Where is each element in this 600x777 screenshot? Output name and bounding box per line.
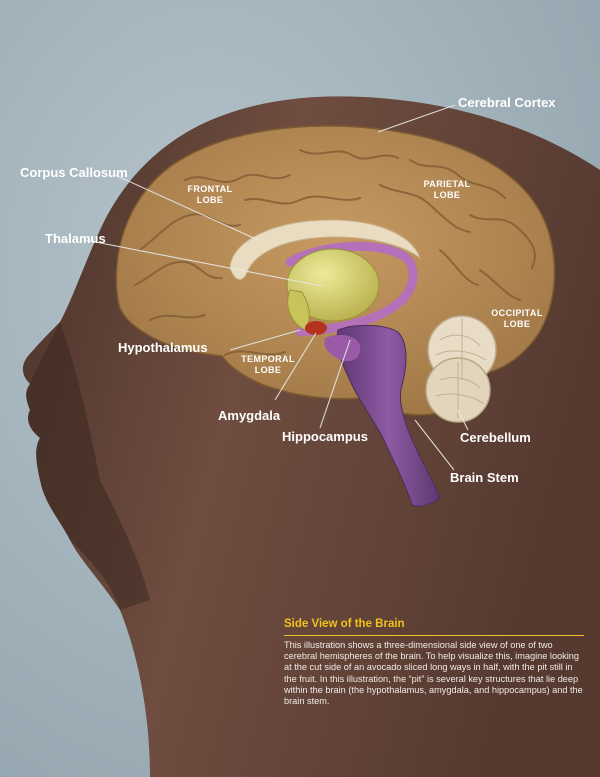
label-hypothalamus: Hypothalamus [118,340,208,355]
label-cerebral-cortex: Cerebral Cortex [458,95,556,110]
caption-panel: Side View of the Brain This illustration… [284,618,584,707]
caption-rule [284,635,584,636]
cerebellum [426,316,496,422]
label-occipital-lobe-line1: OCCIPITAL [491,308,543,318]
label-occipital-lobe-line2: LOBE [504,319,531,329]
label-brain-stem: Brain Stem [450,470,519,485]
label-temporal-lobe-line1: TEMPORAL [241,354,295,364]
label-cerebellum: Cerebellum [460,430,531,445]
label-frontal-lobe-line2: LOBE [197,195,224,205]
label-parietal-lobe-line1: PARIETAL [424,179,471,189]
label-temporal-lobe-line2: LOBE [255,365,282,375]
label-thalamus: Thalamus [45,231,106,246]
label-parietal-lobe-line2: LOBE [434,190,461,200]
label-amygdala: Amygdala [218,408,281,423]
caption-body: This illustration shows a three-dimensio… [284,640,584,707]
caption-title: Side View of the Brain [284,618,584,630]
label-hippocampus: Hippocampus [282,429,368,444]
amygdala [305,321,327,335]
label-corpus-callosum: Corpus Callosum [20,165,128,180]
label-frontal-lobe-line1: FRONTAL [187,184,232,194]
